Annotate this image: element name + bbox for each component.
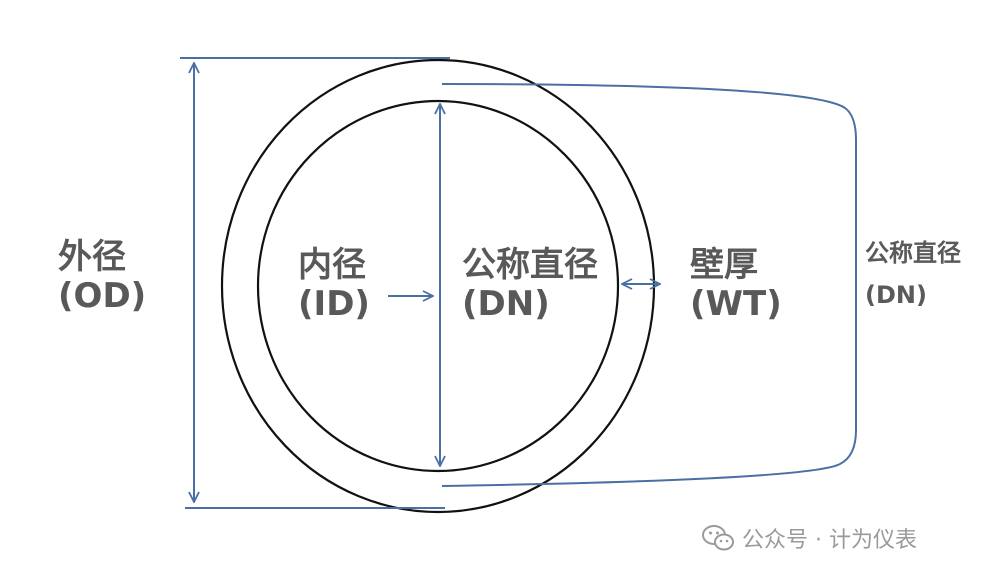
od-label-abbr: (OD): [58, 276, 147, 317]
od-label-name: 外径: [58, 237, 126, 277]
id-label: 内径 (ID): [298, 245, 370, 325]
dn-side-label: 公称直径 (DN): [865, 239, 961, 309]
id-label-name: 内径: [298, 245, 366, 285]
dn-side-label-name: 公称直径: [865, 239, 961, 267]
wechat-icon: [702, 525, 734, 551]
wt-label-abbr: (WT): [690, 284, 782, 325]
id-label-abbr: (ID): [298, 284, 370, 325]
watermark: 公众号 · 计为仪表: [702, 522, 917, 554]
od-label: 外径 (OD): [58, 237, 147, 317]
dn-label: 公称直径 (DN): [462, 245, 598, 325]
dn-side-bracket: [441, 83, 857, 487]
dn-side-label-abbr: (DN): [865, 280, 927, 309]
wt-label-name: 壁厚: [690, 245, 758, 285]
watermark-text: 公众号 · 计为仪表: [742, 528, 917, 553]
inner-circle: [256, 99, 620, 473]
dn-label-name: 公称直径: [462, 245, 598, 285]
wt-label: 壁厚 (WT): [690, 245, 782, 325]
dn-label-abbr: (DN): [462, 284, 550, 325]
